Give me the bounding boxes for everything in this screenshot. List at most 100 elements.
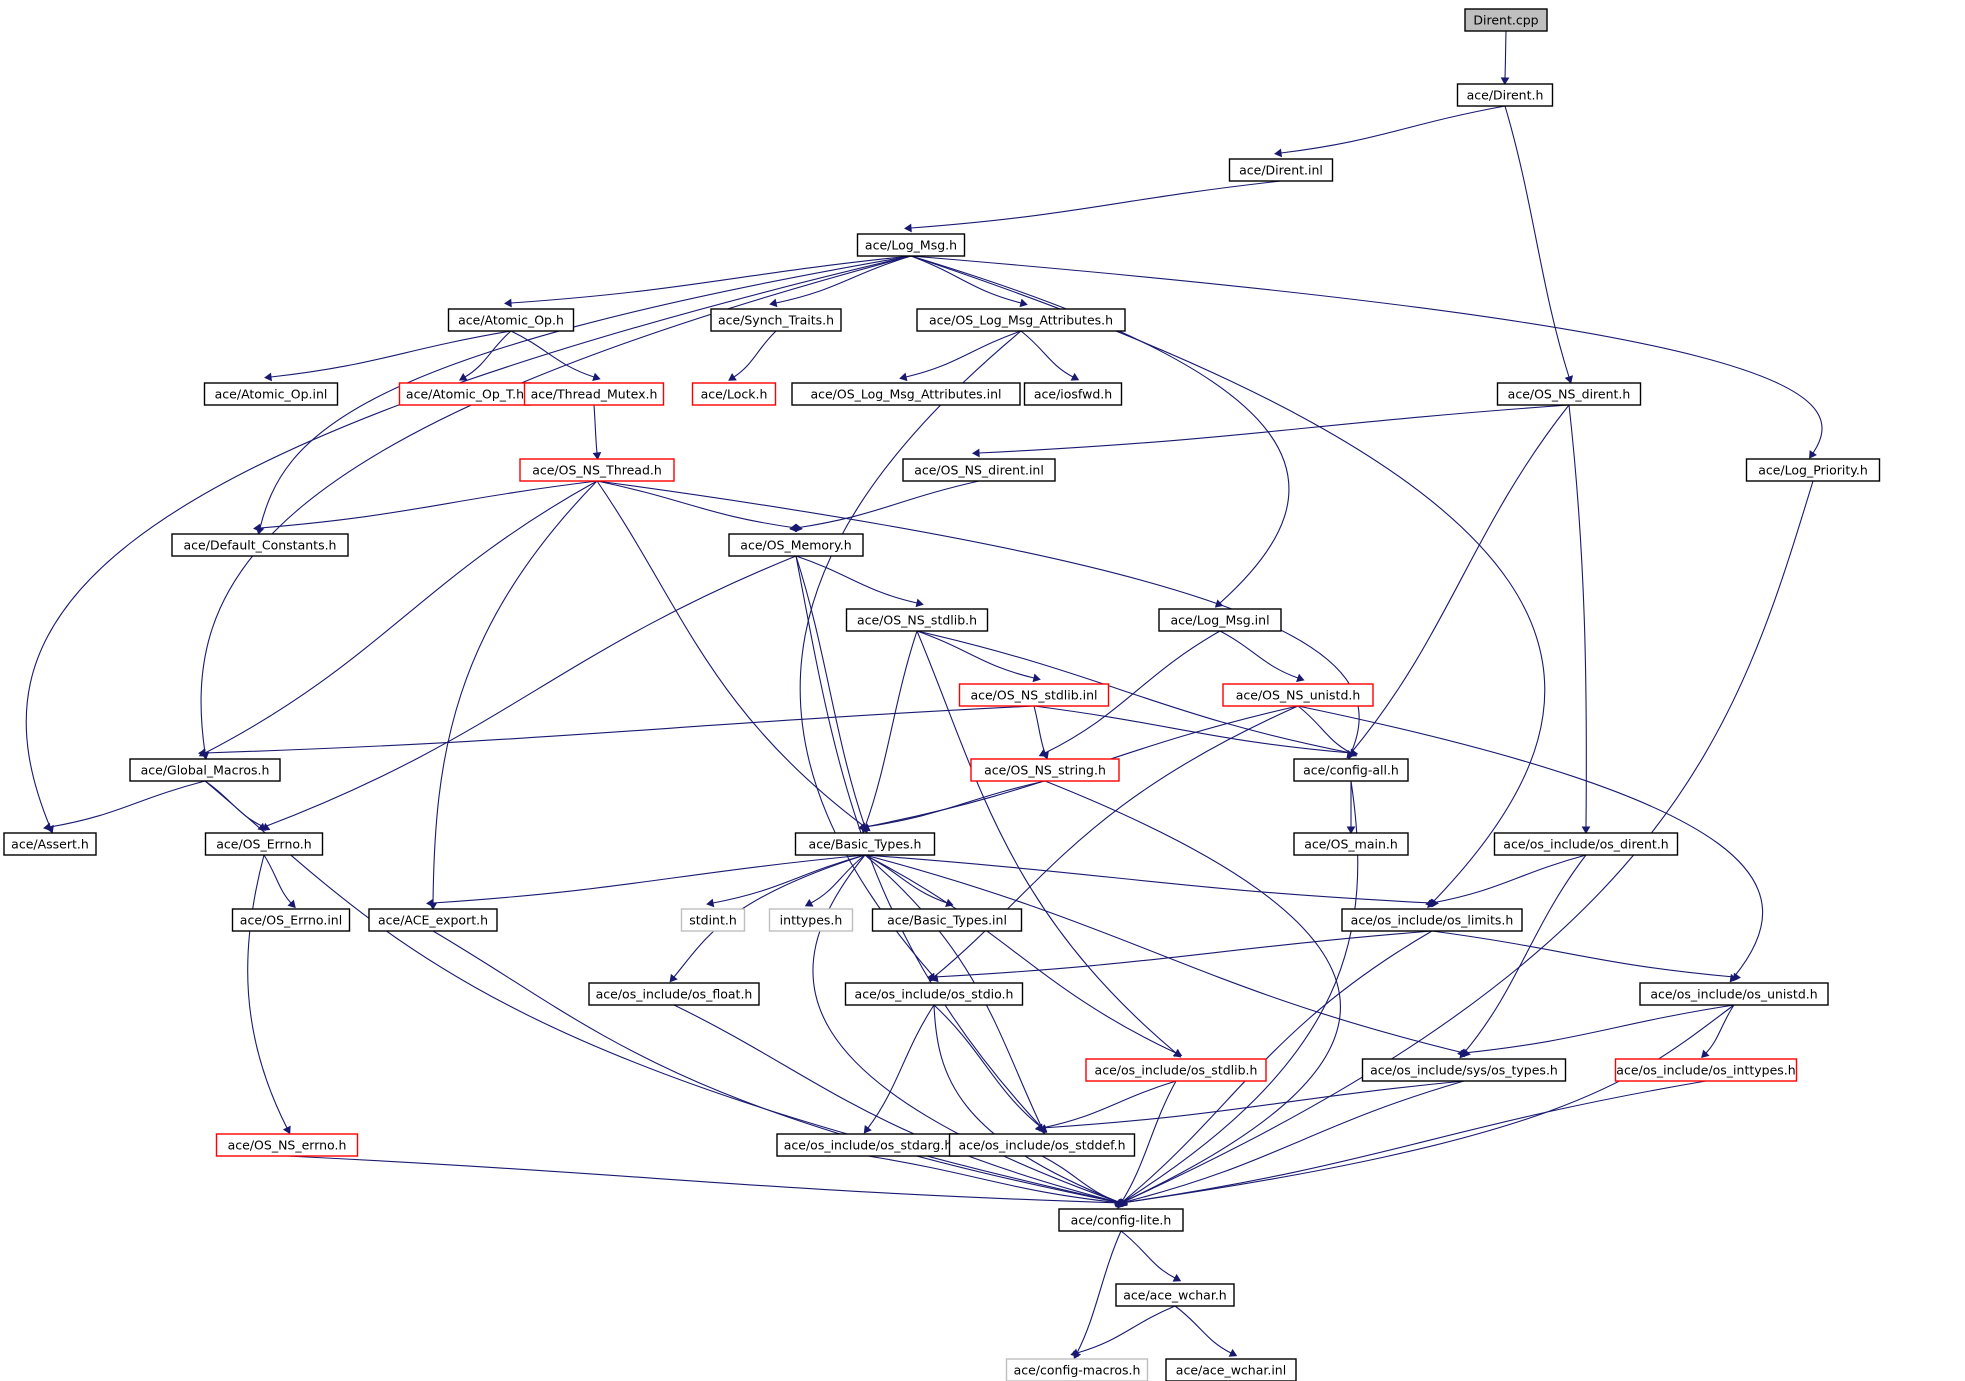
node-config-all-h[interactable]: ace/config-all.h [1293, 758, 1409, 782]
node-os-include-os-dirent-h[interactable]: ace/os_include/os_dirent.h [1493, 832, 1679, 856]
node-box [1493, 832, 1679, 856]
node-os-log-msg-attr-inl[interactable]: ace/OS_Log_Msg_Attributes.inl [791, 382, 1021, 406]
node-ace-wchar-inl[interactable]: ace/ace_wchar.inl [1165, 1358, 1297, 1381]
edge-os_ns_thread_h-to-global_macros_h [198, 480, 598, 757]
node-default-constants-h[interactable]: ace/Default_Constants.h [171, 533, 349, 557]
edge-line [1705, 1004, 1735, 1054]
node-label: ace/ACE_export.h [378, 913, 488, 928]
node-log-msg-inl[interactable]: ace/Log_Msg.inl [1158, 608, 1282, 632]
node-box [1361, 1058, 1567, 1082]
edge-line [510, 255, 912, 304]
edge-os_ns_unistd_h-to-os_stdio_h [928, 705, 1299, 982]
node-stdint-h: stdint.h [680, 908, 746, 932]
node-os-float-h[interactable]: ace/os_include/os_float.h [588, 982, 760, 1006]
node-os-errno-inl[interactable]: ace/OS_Errno.inl [231, 908, 351, 932]
edge-arrowhead [1035, 1123, 1043, 1133]
node-os-ns-stdlib-inl[interactable]: ace/OS_NS_stdlib.inl [958, 683, 1110, 707]
node-label: ace/os_include/os_stdlib.h [1095, 1063, 1258, 1078]
node-label: ace/OS_main.h [1304, 837, 1398, 852]
node-os-errno-h[interactable]: ace/OS_Errno.h [204, 832, 324, 856]
edge-line [910, 255, 1290, 604]
node-label: ace/OS_Errno.inl [240, 913, 342, 928]
node-box [203, 382, 339, 406]
node-os-ns-errno-h[interactable]: ace/OS_NS_errno.h [215, 1133, 359, 1157]
node-lock-h[interactable]: ace/Lock.h [691, 382, 777, 406]
node-config-lite-h[interactable]: ace/config-lite.h [1058, 1208, 1184, 1232]
edge-line [1463, 854, 1587, 1054]
edge-arrowhead [972, 448, 980, 458]
node-os-ns-unistd-h[interactable]: ace/OS_NS_unistd.h [1222, 683, 1374, 707]
node-assert-h[interactable]: ace/Assert.h [3, 832, 97, 856]
node-label: ace/OS_NS_unistd.h [1236, 688, 1361, 703]
edge-line [1504, 30, 1507, 79]
node-label: ace/Atomic_Op_T.h [406, 387, 524, 402]
node-os-ns-string-h[interactable]: ace/OS_NS_string.h [970, 758, 1120, 782]
node-os-unistd-h[interactable]: ace/os_include/os_unistd.h [1639, 982, 1829, 1006]
node-label: ace/os_include/os_stddef.h [958, 1138, 1125, 1153]
node-os-ns-dirent-h[interactable]: ace/OS_NS_dirent.h [1496, 382, 1642, 406]
node-os-ns-thread-h[interactable]: ace/OS_NS_Thread.h [519, 458, 675, 482]
node-os-stddef-h[interactable]: ace/os_include/os_stddef.h [948, 1133, 1136, 1157]
edge-os_ns_dirent_h-to-config_all_h [1346, 404, 1570, 759]
node-ace-wchar-h[interactable]: ace/ace_wchar.h [1115, 1283, 1235, 1307]
node-label: ace/Basic_Types.h [809, 837, 922, 852]
node-sys-os-types-h[interactable]: ace/os_include/sys/os_types.h [1361, 1058, 1567, 1082]
node-label: ace/OS_NS_string.h [984, 763, 1106, 778]
node-os-inttypes-h[interactable]: ace/os_include/os_inttypes.h [1614, 1058, 1798, 1082]
edge-line [1076, 1230, 1122, 1354]
node-label: stdint.h [689, 913, 737, 928]
edge-line [1120, 1080, 1177, 1204]
edge-line [799, 330, 1022, 978]
node-basic-types-inl[interactable]: ace/Basic_Types.inl [871, 908, 1023, 932]
node-os-stdio-h[interactable]: ace/os_include/os_stdio.h [844, 982, 1024, 1006]
edge-arrowhead [253, 523, 261, 533]
node-thread-mutex-h[interactable]: ace/Thread_Mutex.h [523, 382, 665, 406]
edge-line [1120, 1004, 1735, 1204]
node-os-stdarg-h[interactable]: ace/os_include/os_stdarg.h [776, 1133, 960, 1157]
node-atomic-op-t-h[interactable]: ace/Atomic_Op_T.h [398, 382, 532, 406]
edge-arrowhead [1070, 1348, 1079, 1358]
node-label: ace/os_include/os_stdio.h [855, 987, 1014, 1002]
node-synch-traits-h[interactable]: ace/Synch_Traits.h [710, 308, 842, 332]
node-os-log-msg-attr-h[interactable]: ace/OS_Log_Msg_Attributes.h [916, 308, 1126, 332]
node-label: ace/Basic_Types.inl [887, 913, 1007, 928]
node-os-ns-dirent-inl[interactable]: ace/OS_NS_dirent.inl [902, 458, 1056, 482]
node-os-limits-h[interactable]: ace/os_include/os_limits.h [1341, 908, 1523, 932]
edge-os_unistd_h-to-os_inttypes_h [1701, 1004, 1735, 1059]
node-log-priority-h[interactable]: ace/Log_Priority.h [1745, 458, 1881, 482]
edge-ace_dirent_h-to-ace_dirent_inl [1274, 105, 1506, 158]
node-ace-dirent-inl[interactable]: ace/Dirent.inl [1228, 158, 1334, 182]
edge-line [1041, 1080, 1177, 1129]
node-atomic-op-h[interactable]: ace/Atomic_Op.h [447, 308, 575, 332]
node-basic-types-h[interactable]: ace/Basic_Types.h [794, 832, 936, 856]
node-box [728, 533, 864, 557]
edge-line [204, 480, 598, 754]
node-os-stdlib-h[interactable]: ace/os_include/os_stdlib.h [1085, 1058, 1267, 1082]
edge-line [1120, 1080, 1707, 1204]
edge-os_errno_h-to-os_errno_inl [263, 854, 296, 909]
edge-line [933, 930, 1433, 978]
node-label: ace/OS_Log_Msg_Attributes.inl [810, 387, 1001, 402]
node-log-msg-h[interactable]: ace/Log_Msg.h [856, 233, 966, 257]
node-os-main-h[interactable]: ace/OS_main.h [1293, 832, 1409, 856]
edge-line [432, 854, 866, 904]
node-iosfwd-h[interactable]: ace/iosfwd.h [1023, 382, 1123, 406]
node-atomic-op-inl[interactable]: ace/Atomic_Op.inl [203, 382, 339, 406]
node-ace-export-h[interactable]: ace/ACE_export.h [368, 908, 498, 932]
edge-arrowhead [1228, 1348, 1238, 1357]
edge-line [204, 705, 1035, 754]
edge-line [1174, 1305, 1232, 1354]
edge-line [263, 854, 292, 904]
node-dirent-cpp[interactable]: Dirent.cpp [1464, 8, 1548, 32]
node-os-ns-stdlib-h[interactable]: ace/OS_NS_stdlib.h [845, 608, 989, 632]
edge-os_ns_stdlib_h-to-os_ns_stdlib_inl [916, 630, 1041, 683]
edge-line [910, 255, 1823, 454]
edge-line [864, 854, 1465, 1054]
node-ace-dirent-h[interactable]: ace/Dirent.h [1456, 83, 1554, 107]
node-box [970, 758, 1120, 782]
edge-line [432, 930, 1122, 1204]
node-os-memory-h[interactable]: ace/OS_Memory.h [728, 533, 864, 557]
edge-line [1463, 1004, 1735, 1054]
node-box [680, 908, 746, 932]
node-global-macros-h[interactable]: ace/Global_Macros.h [129, 758, 281, 782]
